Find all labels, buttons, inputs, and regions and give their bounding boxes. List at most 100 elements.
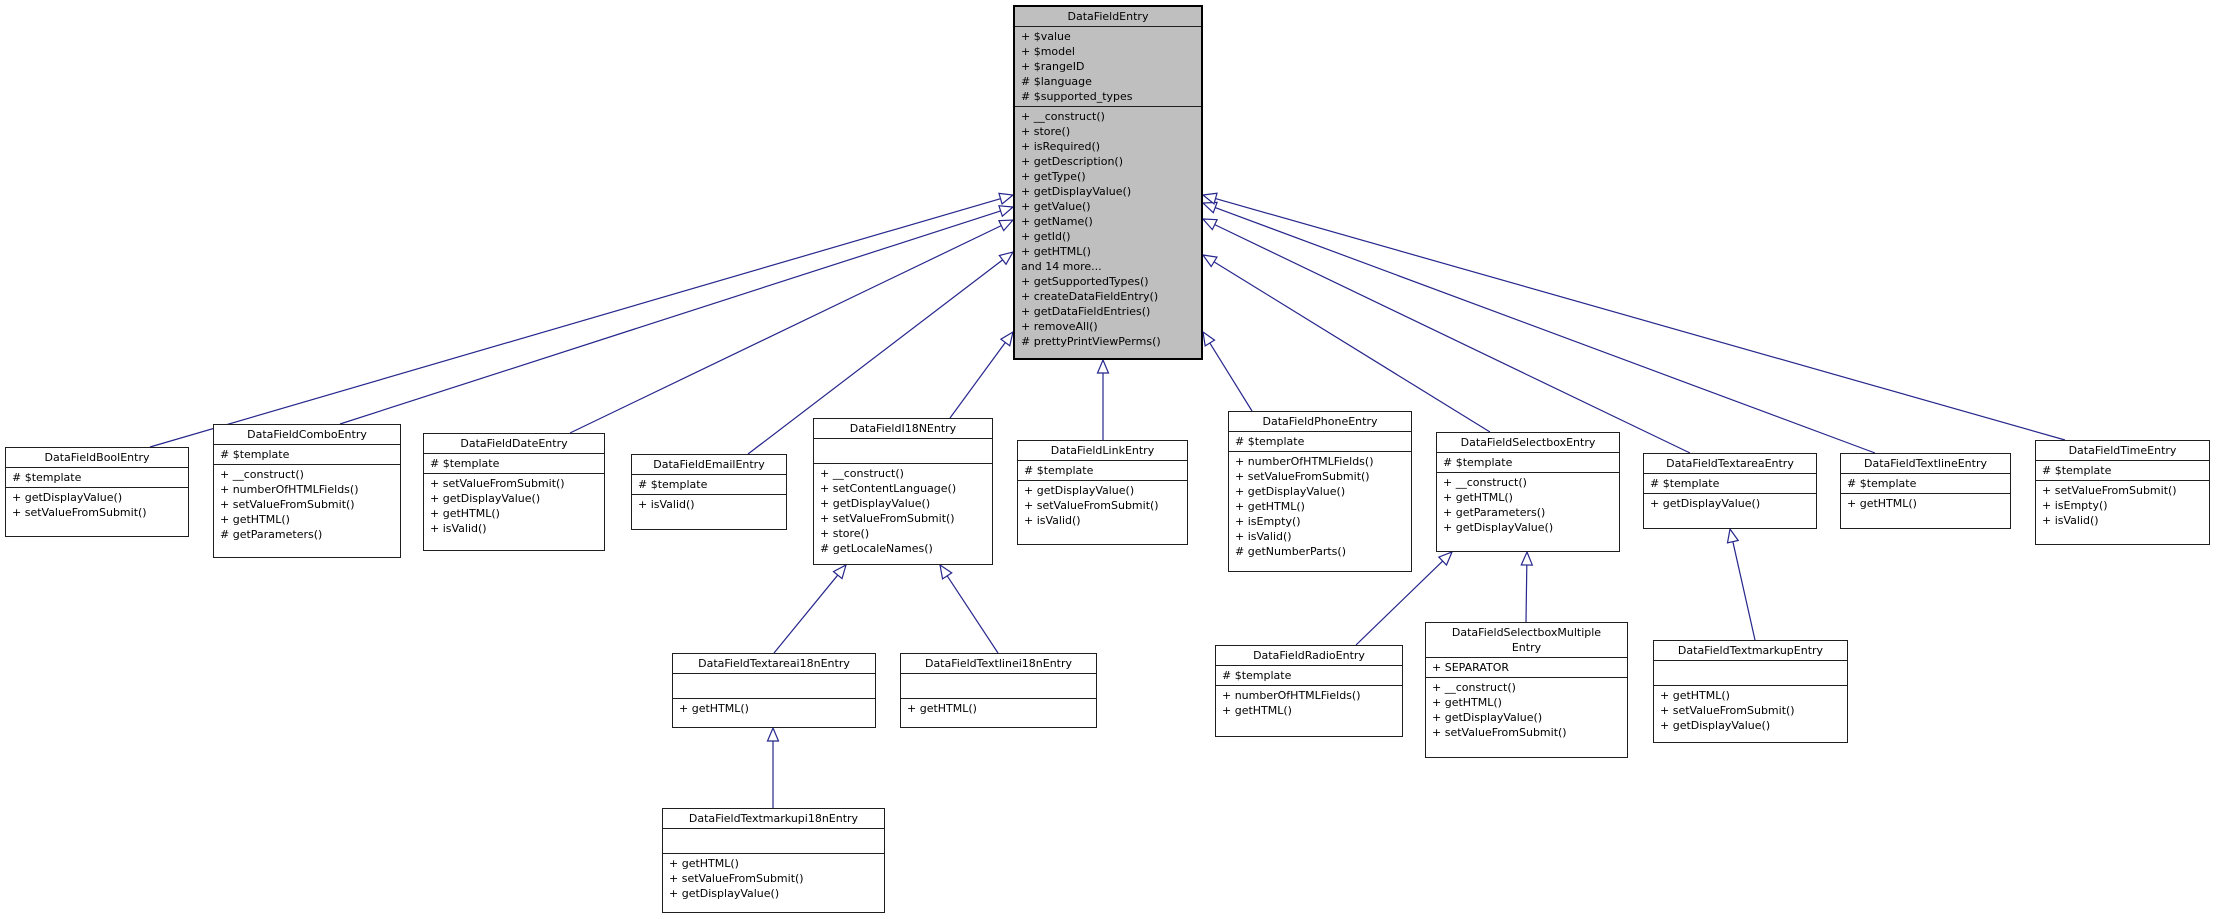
methods-section: + getHTML() [1841,494,2010,528]
hollow-triangle-arrowhead [999,330,1014,347]
attributes-section: # $template [6,468,188,488]
method-row: + setValueFromSubmit() [220,498,355,511]
inheritance-edge-combo-to-entry [339,205,1015,425]
method-row: + getHTML() [669,857,739,870]
method-row: + numberOfHTMLFields() [1222,689,1361,702]
class-node-textline[interactable]: DataFieldTextlineEntry# $template+ getHT… [1840,453,2011,529]
method-row: + getDisplayValue() [1021,185,1132,198]
attributes-section: # $template [1216,666,1402,686]
method-row: + setValueFromSubmit() [1024,499,1159,512]
method-row: + setValueFromSubmit() [2042,484,2177,497]
methods-section: + getDisplayValue()+ setValueFromSubmit(… [6,488,188,536]
inheritance-edge-i18n-to-entry [949,330,1014,419]
class-title: DataFieldI18NEntry [814,419,992,439]
hollow-triangle-arrowhead [832,563,847,580]
attributes-section: # $template [424,454,604,474]
hollow-triangle-arrowhead [1726,527,1740,544]
class-title: DataFieldPhoneEntry [1229,412,1411,432]
class-node-selectboxmultiple[interactable]: DataFieldSelectboxMultiple Entry+ SEPARA… [1425,622,1628,758]
attributes-section: # $template [2036,461,2209,481]
class-title: DataFieldEmailEntry [632,455,786,475]
attributes-section: # $template [632,475,786,495]
class-node-bool[interactable]: DataFieldBoolEntry# $template+ getDispla… [5,447,189,537]
method-row: + getHTML() [1660,689,1730,702]
class-title: DataFieldTextareaEntry [1644,454,1816,474]
method-row: + removeAll() [1021,320,1098,333]
method-row: # prettyPrintViewPerms() [1021,335,1161,348]
attribute-row: # $supported_types [1021,90,1133,103]
inheritance-edge-textlinei18n-to-i18n [939,563,999,654]
class-node-textlinei18n[interactable]: DataFieldTextlinei18nEntry+ getHTML() [900,653,1097,728]
methods-section: + __construct() + getHTML() + getParameter… [1437,473,1619,551]
class-node-selectbox[interactable]: DataFieldSelectboxEntry# $template+ __co… [1436,432,1620,552]
method-row: and 14 more... [1021,260,1102,273]
method-row: + getDisplayValue() [430,492,541,505]
class-title: DataFieldEntry [1015,7,1201,27]
method-row: + numberOfHTMLFields() [220,483,359,496]
method-row: + numberOfHTMLFields() [1235,455,1374,468]
method-row: # getLocaleNames() [820,542,933,555]
method-row: + getParameters() [1443,506,1546,519]
attribute-row: + $model [1021,45,1075,58]
method-row: + getHTML() [1443,491,1513,504]
method-row: + getSupportedTypes() [1021,275,1149,288]
method-row: + __construct() [1021,110,1105,123]
class-node-phone[interactable]: DataFieldPhoneEntry# $template + numberOf… [1228,411,1412,572]
class-node-date[interactable]: DataFieldDateEntry# $template+ setValueF… [423,433,605,551]
class-node-combo[interactable]: DataFieldComboEntry# $template+ __constr… [213,424,401,558]
method-row: + isValid() [1235,530,1292,543]
hollow-triangle-arrowhead [766,726,780,742]
method-row: + getDisplayValue() [12,491,123,504]
class-node-link[interactable]: DataFieldLinkEntry# $template+ getDispla… [1017,440,1188,545]
method-row: + setValueFromSubmit() [1235,470,1370,483]
inheritance-edge-textareai18n-to-i18n [773,563,847,654]
attributes-section: # $template [1437,453,1619,473]
class-node-email[interactable]: DataFieldEmailEntry# $template+ isValid(… [631,454,787,530]
method-row: + store() [1021,125,1071,138]
hollow-triangle-arrowhead [1096,358,1110,374]
attributes-section [814,439,992,464]
method-row: + getDescription() [1021,155,1124,168]
attributes-section: # $template [1229,432,1411,452]
class-node-entry[interactable]: DataFieldEntry+ $value+ $model+ $rangeID… [1013,5,1203,360]
attributes-section [901,674,1096,699]
method-row: + isValid() [2042,514,2099,527]
class-node-time[interactable]: DataFieldTimeEntry# $template+ setValueF… [2035,440,2210,545]
attributes-section: # $template [1644,474,1816,494]
method-row: + getHTML() [679,702,749,715]
class-node-textmarkupi18n[interactable]: DataFieldTextmarkupi18nEntry+ getHTML()+… [662,808,885,913]
methods-section: + __construct()+ getHTML()+ getDisplayVa… [1426,678,1627,757]
attribute-row: # $template [2042,464,2112,477]
method-row: + __construct() [1432,681,1516,694]
method-row: + getDataFieldEntries() [1021,305,1151,318]
class-title: DataFieldSelectboxMultiple Entry [1426,623,1627,658]
class-title: DataFieldTextmarkupi18nEntry [663,809,884,829]
hollow-triangle-arrowhead [1201,218,1219,231]
class-title: DataFieldBoolEntry [6,448,188,468]
inheritance-edge-selectboxmultiple-to-selectbox [1520,550,1534,623]
class-title: DataFieldLinkEntry [1018,441,1187,461]
hollow-triangle-arrowhead [1202,330,1216,347]
class-node-textarea[interactable]: DataFieldTextareaEntry# $template+ getDi… [1643,453,1817,529]
inheritance-edge-link-to-entry [1096,358,1110,440]
class-node-textareai18n[interactable]: DataFieldTextareai18nEntry+ getHTML() [672,653,876,728]
method-row: + __construct() [1443,476,1527,489]
hollow-triangle-arrowhead [1520,550,1534,566]
method-row: + getId() [1021,230,1071,243]
method-row: + getHTML() [430,507,500,520]
class-node-textmarkup[interactable]: DataFieldTextmarkupEntry+ getHTML()+ set… [1653,640,1848,743]
method-row: + getDisplayValue() [1432,711,1543,724]
hollow-triangle-arrowhead [997,219,1015,232]
attributes-section: # $template [214,445,400,465]
methods-section: + getDisplayValue()+ setValueFromSubmit(… [1018,481,1187,544]
attribute-row: + $rangeID [1021,60,1085,73]
inheritance-edge-time-to-entry [1201,192,2066,441]
inheritance-edge-textmarkup-to-textarea [1726,527,1756,641]
class-node-radio[interactable]: DataFieldRadioEntry# $template+ numberOf… [1215,645,1403,737]
hollow-triangle-arrowhead [939,563,953,580]
class-node-i18n[interactable]: DataFieldI18NEntry+ __construct()+ setCo… [813,418,993,565]
methods-section: + isValid() [632,495,786,529]
attributes-section [663,829,884,854]
class-title: DataFieldDateEntry [424,434,604,454]
